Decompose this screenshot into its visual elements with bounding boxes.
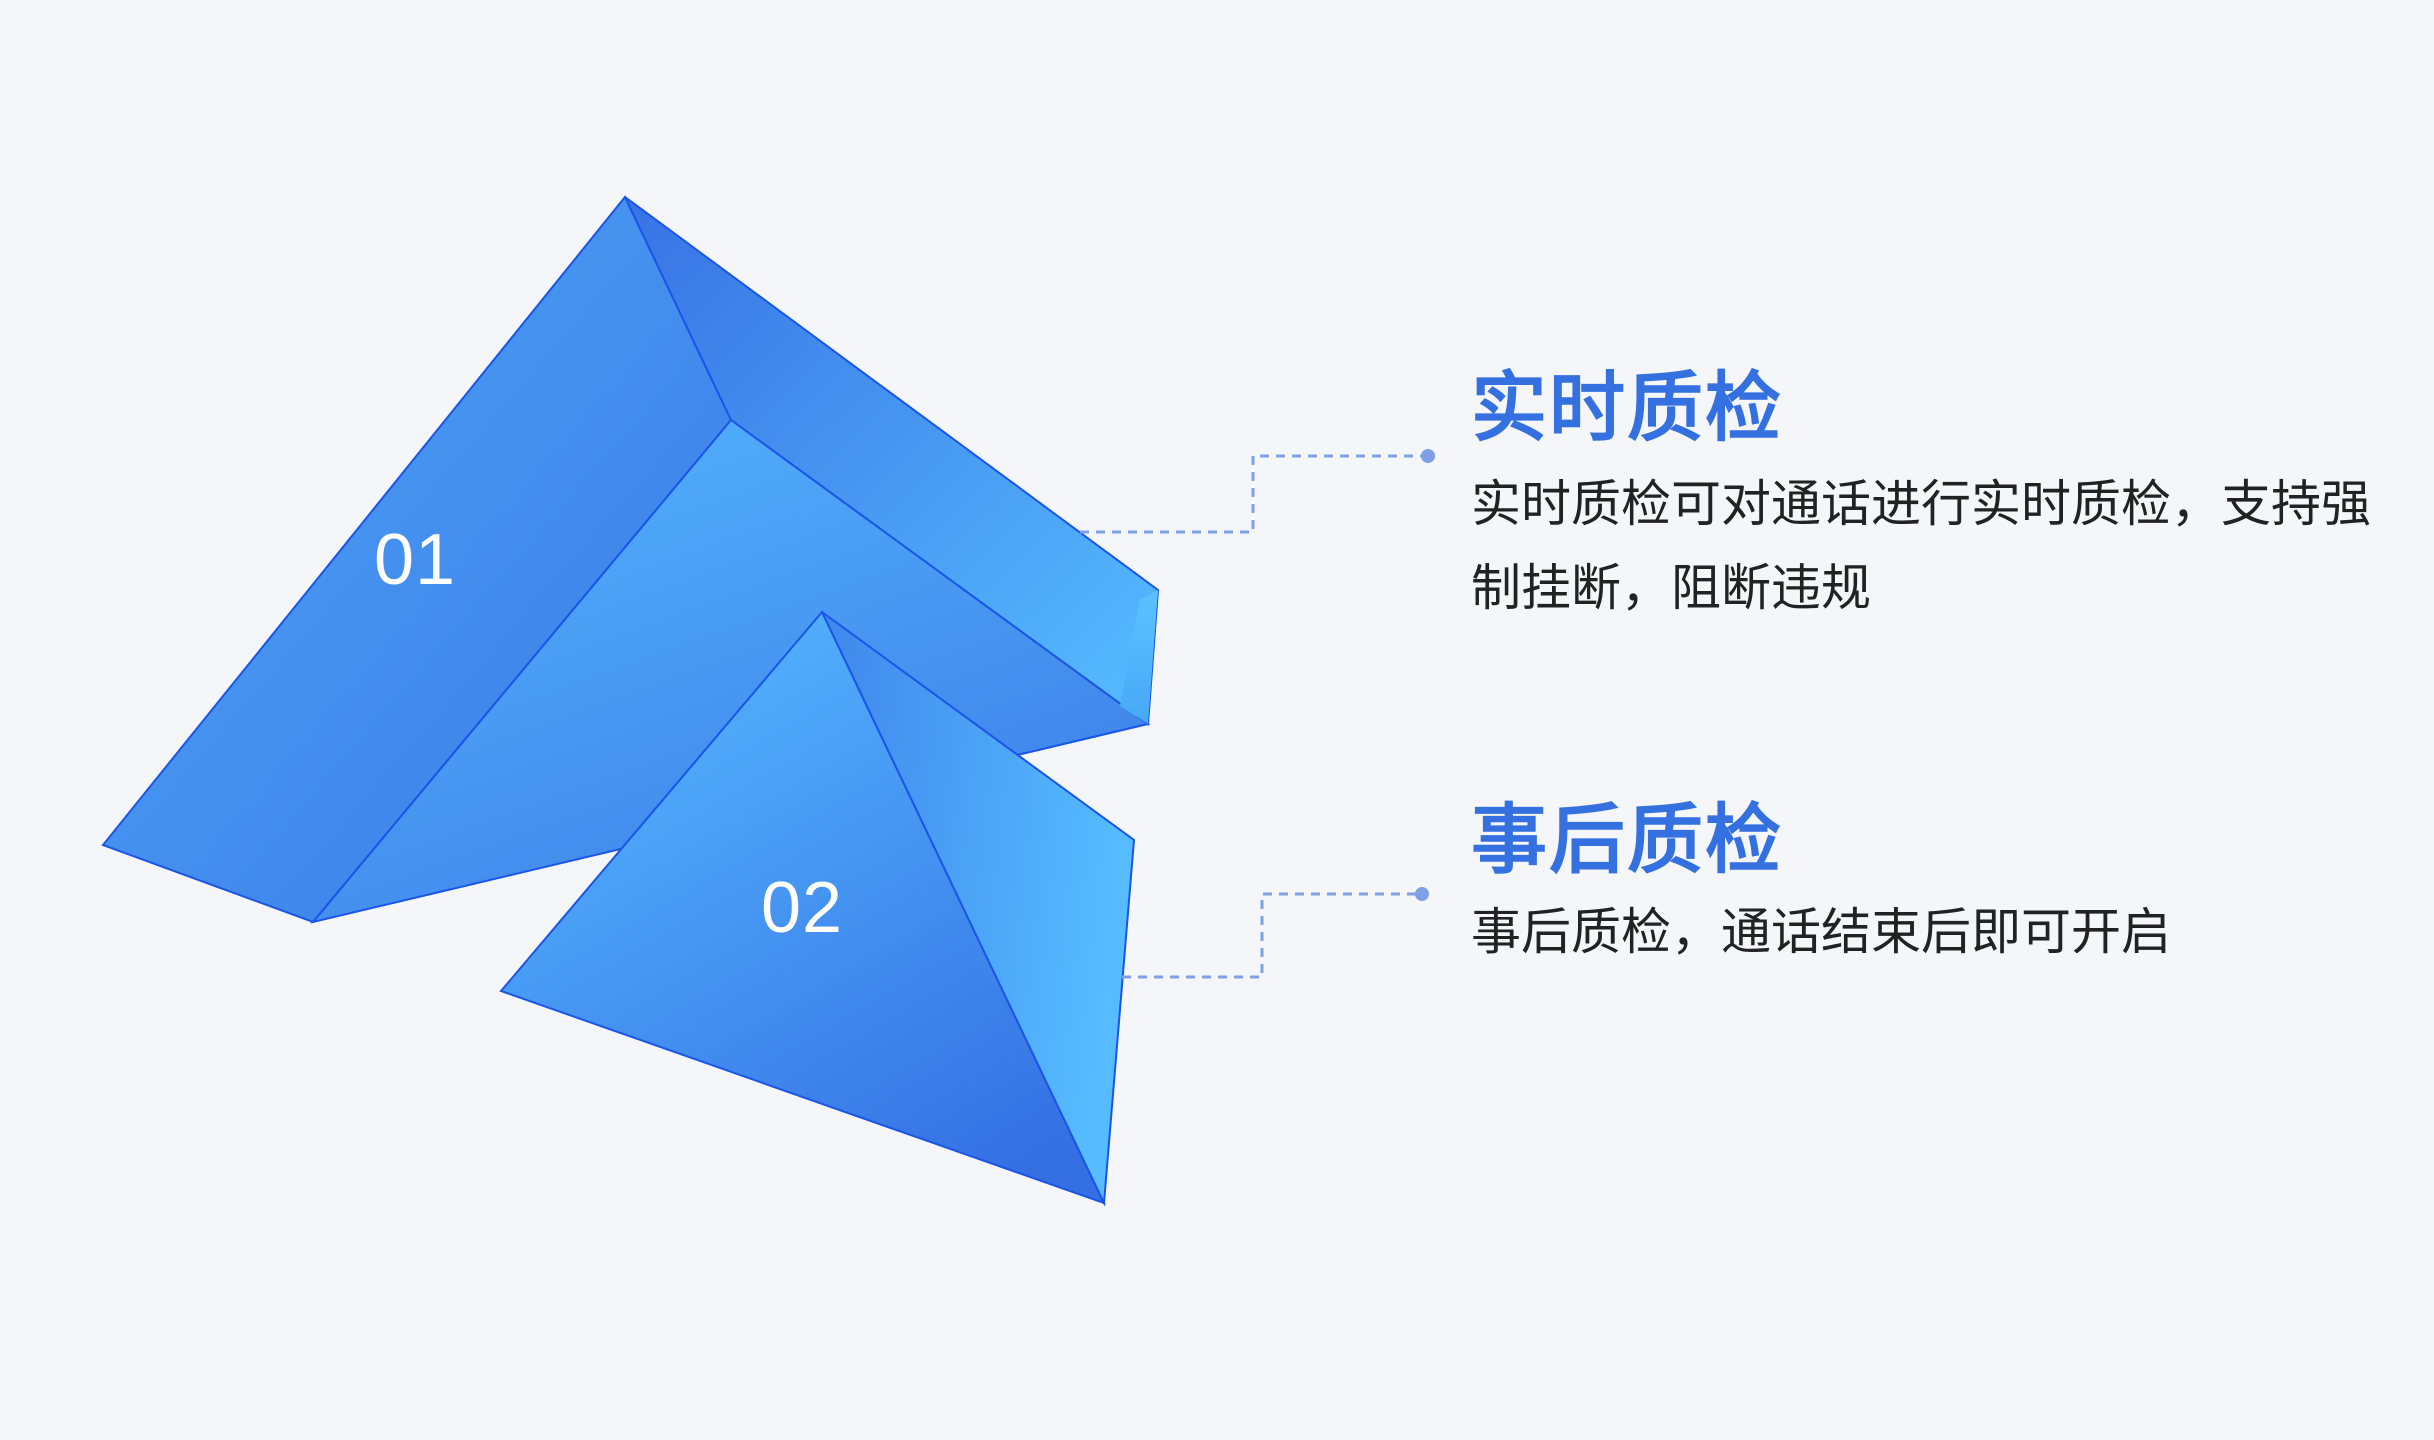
prism-01-end-face [1120, 590, 1158, 724]
prism-02 [499, 610, 1136, 1207]
connector-02 [1122, 887, 1429, 979]
step-number-01: 01 [374, 520, 457, 600]
realtime-inspection-title: 实时质检 [1471, 363, 1783, 452]
realtime-inspection-block: 实时质检 实时质检可对通话进行实时质检，支持强制挂断，阻断违规 [1471, 358, 2391, 630]
realtime-inspection-description: 实时质检可对通话进行实时质检，支持强制挂断，阻断违规 [1471, 475, 2371, 617]
step-number-02: 02 [761, 868, 844, 948]
post-call-inspection-block: 事后质检 事后质检，通话结束后即可开启 [1471, 790, 2391, 974]
connector-01 [1080, 449, 1435, 534]
prism-02-side-face [821, 611, 1136, 1207]
connector-02-dot [1415, 887, 1429, 901]
post-call-inspection-description: 事后质检，通话结束后即可开启 [1471, 903, 2171, 961]
post-call-inspection-title: 事后质检 [1471, 795, 1783, 884]
connector-01-dot [1421, 449, 1435, 463]
